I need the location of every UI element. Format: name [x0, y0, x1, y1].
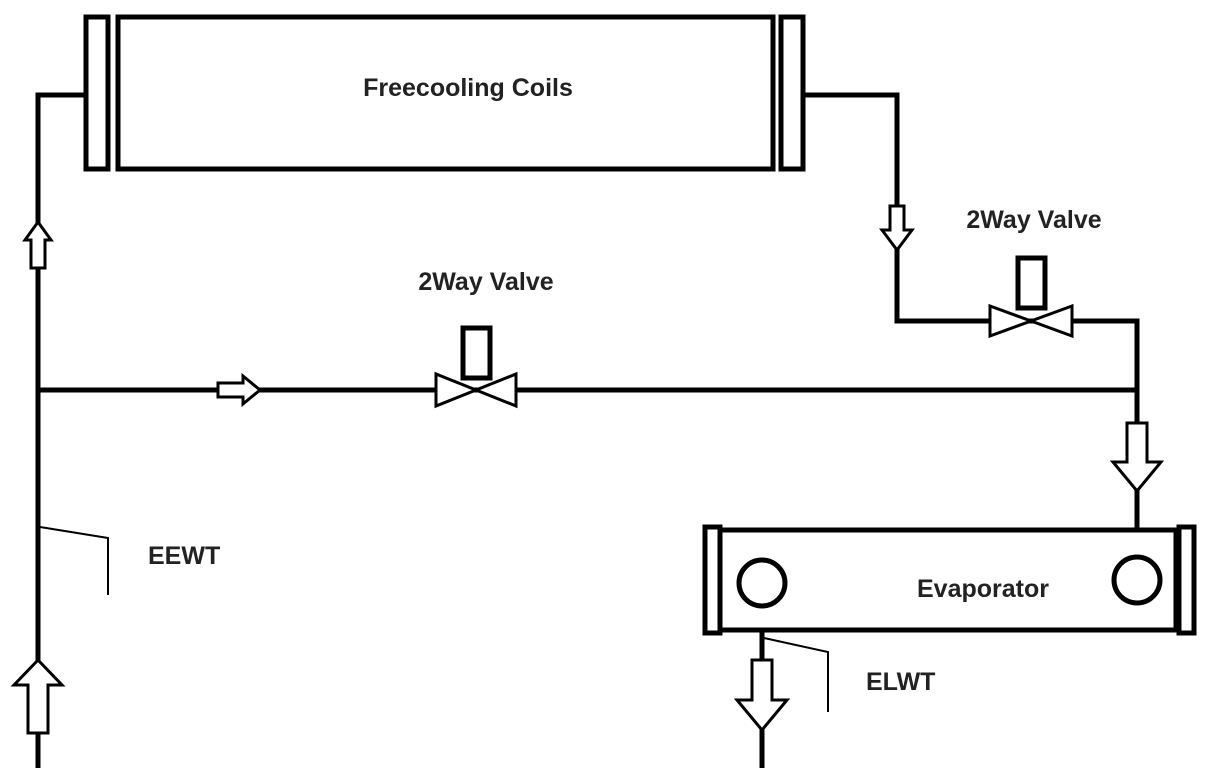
evaporator-outlet-nozzle-icon — [736, 557, 788, 609]
evaporator-right-header — [1176, 524, 1197, 636]
pipes — [35, 92, 1140, 768]
elwt-label: ELWT — [866, 668, 935, 696]
eewt-sensor: EEWT — [39, 526, 220, 595]
flow-arrows — [10, 204, 1165, 735]
evaporator: Evaporator — [702, 524, 1197, 636]
valve-middle-left-triangle — [434, 371, 481, 409]
evaporator-body — [717, 527, 1179, 633]
valve-top-left-triangle — [988, 303, 1036, 339]
elwt-sensor-leader — [763, 637, 829, 712]
valve-middle-actuator — [460, 325, 493, 381]
inlet-flow-up-arrow-icon — [10, 657, 66, 735]
coil-left-header — [83, 14, 111, 172]
valve-middle-right-triangle — [471, 371, 518, 409]
coils-label: Freecooling Coils — [363, 74, 573, 102]
valve-top-actuator — [1015, 255, 1048, 311]
evaporator-label: Evaporator — [917, 575, 1049, 603]
valve-top-right-triangle — [1026, 303, 1074, 339]
evaporator-inlet-down-arrow-icon — [1109, 421, 1165, 494]
coil-body — [115, 14, 776, 172]
valve-top-label: 2Way Valve — [966, 206, 1101, 234]
left-supply-pipe — [35, 92, 86, 768]
evaporator-left-header — [702, 524, 723, 636]
valve-middle-label: 2Way Valve — [418, 268, 553, 296]
coil-outlet-down-arrow-icon — [879, 204, 915, 253]
coil-return-pipe — [803, 92, 1140, 548]
bypass-flow-right-arrow-icon — [216, 372, 263, 408]
eewt-label: EEWT — [148, 542, 220, 570]
valve-top: 2Way Valve — [966, 206, 1102, 339]
valve-middle: 2Way Valve — [418, 268, 554, 409]
coil-right-header — [778, 14, 806, 172]
evaporator-outlet-down-arrow-icon — [733, 658, 791, 733]
elwt-sensor: ELWT — [763, 637, 935, 712]
eewt-sensor-leader — [39, 526, 109, 595]
freecooling-coils: Freecooling Coils — [83, 14, 806, 172]
evaporator-inlet-nozzle-icon — [1111, 554, 1163, 606]
riser-flow-up-arrow-icon — [22, 219, 54, 270]
